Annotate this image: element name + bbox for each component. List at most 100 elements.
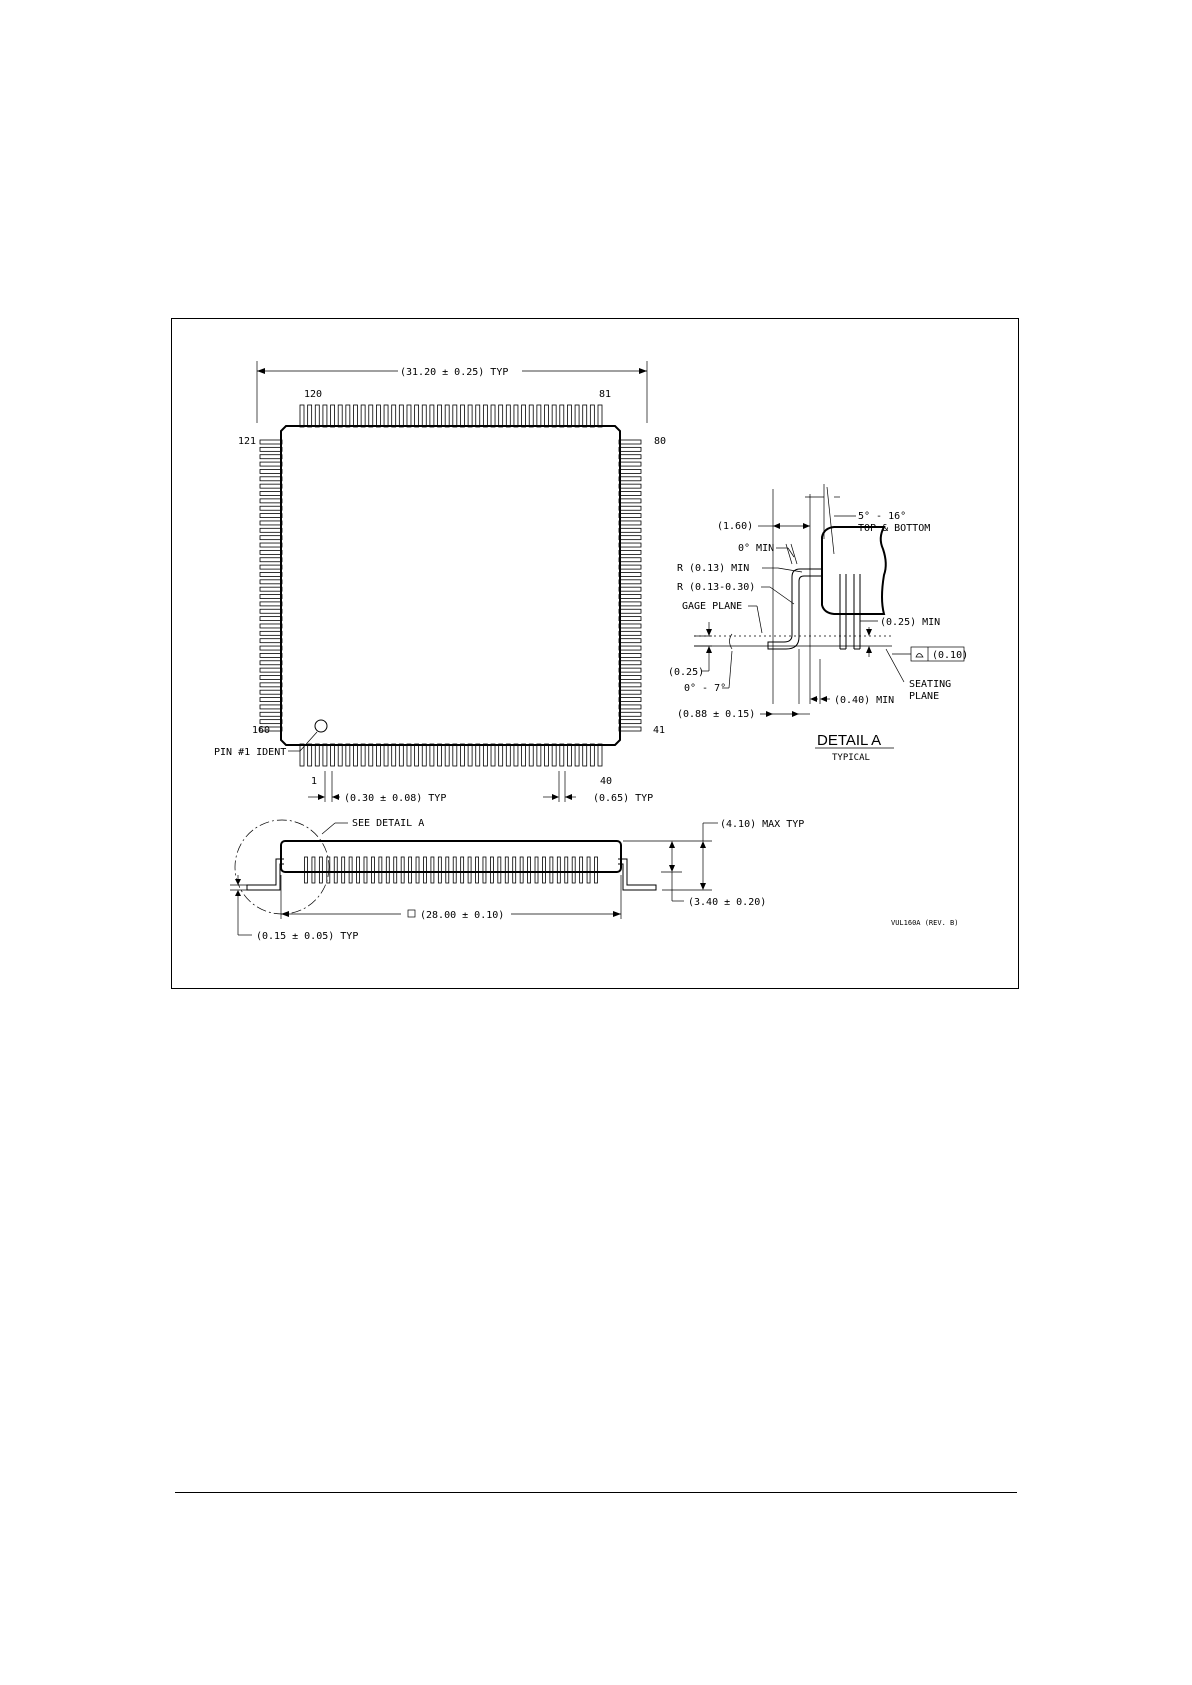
- package-lead: [259, 653, 283, 658]
- package-lead: [368, 743, 374, 767]
- side-lead: [497, 856, 502, 884]
- side-lead: [318, 856, 323, 884]
- right-lead-row: [618, 439, 642, 732]
- package-drawing: (31.20 ± 0.25) TYP 120 81 121 80 160 41 …: [214, 361, 968, 942]
- package-lead: [376, 743, 381, 767]
- package-lead: [618, 557, 642, 563]
- footer-rule: [175, 1492, 1017, 1493]
- package-lead: [345, 743, 351, 767]
- package-lead: [353, 743, 358, 767]
- package-lead: [345, 404, 351, 428]
- pitch-dim: (0.65) TYP: [593, 793, 653, 804]
- package-lead: [618, 660, 642, 666]
- pin-label-80: 80: [654, 436, 666, 447]
- package-lead: [505, 743, 511, 767]
- package-lead: [618, 719, 642, 725]
- package-lead: [528, 404, 534, 428]
- package-lead: [618, 564, 642, 570]
- package-lead: [444, 404, 450, 428]
- side-lead: [348, 856, 353, 884]
- package-lead: [482, 404, 488, 428]
- package-lead: [259, 682, 283, 688]
- package-lead: [498, 404, 504, 428]
- package-lead: [589, 743, 595, 767]
- package-lead: [618, 498, 642, 504]
- side-lead: [304, 856, 308, 884]
- side-lead: [311, 856, 316, 884]
- package-lead: [597, 743, 603, 767]
- package-lead: [582, 404, 588, 428]
- zero-min-dim: 0° MIN: [738, 543, 774, 554]
- package-lead: [314, 743, 320, 767]
- package-lead: [383, 743, 389, 767]
- package-lead: [544, 743, 549, 767]
- package-lead: [618, 638, 642, 644]
- package-lead: [460, 743, 465, 767]
- package-lead: [259, 549, 283, 555]
- package-lead: [618, 623, 642, 629]
- package-lead: [437, 404, 442, 428]
- package-lead: [567, 743, 572, 767]
- package-lead: [259, 505, 283, 511]
- side-lead: [452, 856, 457, 884]
- package-lead: [618, 454, 642, 460]
- package-lead: [618, 439, 642, 445]
- package-lead: [618, 535, 642, 541]
- pin-label-120: 120: [304, 389, 322, 400]
- package-lead: [259, 697, 283, 702]
- package-lead: [536, 404, 542, 428]
- package-lead: [259, 483, 283, 489]
- standoff-dim: (0.15 ± 0.05) TYP: [256, 931, 358, 942]
- package-lead: [618, 726, 642, 732]
- package-lead: [559, 743, 565, 767]
- seating-plane-label-1: SEATING: [909, 679, 951, 690]
- package-drawing-frame: (31.20 ± 0.25) TYP 120 81 121 80 160 41 …: [171, 318, 1019, 989]
- package-lead: [475, 404, 481, 428]
- package-lead: [259, 572, 283, 577]
- package-lead: [618, 505, 642, 511]
- max-height-dim: (4.10) MAX TYP: [720, 819, 804, 830]
- package-lead: [259, 719, 283, 725]
- package-lead: [259, 586, 283, 592]
- package-lead: [360, 743, 366, 767]
- seating-plane-label-2: PLANE: [909, 691, 939, 702]
- package-lead: [259, 594, 283, 599]
- package-lead: [259, 608, 283, 614]
- side-lead: [437, 856, 442, 884]
- package-lead: [259, 461, 283, 467]
- left-lead-row: [259, 439, 283, 732]
- side-body-outline: [280, 840, 622, 873]
- pin1-marker: [314, 719, 328, 733]
- lead-width-dim: (0.30 ± 0.08) TYP: [344, 793, 446, 804]
- package-lead: [383, 404, 389, 428]
- side-lead: [445, 856, 450, 884]
- package-lead: [618, 645, 642, 651]
- package-lead: [360, 404, 366, 428]
- pin1-ident-label: PIN #1 IDENT: [214, 747, 286, 758]
- package-lead: [259, 689, 283, 695]
- package-lead: [322, 743, 328, 767]
- package-lead: [618, 483, 642, 489]
- side-lead: [489, 856, 494, 884]
- pin-label-121: 121: [238, 436, 256, 447]
- package-lead: [259, 623, 283, 629]
- side-lead: [556, 856, 561, 884]
- side-lead: [586, 856, 591, 884]
- package-lead: [618, 572, 642, 577]
- package-lead: [618, 667, 642, 673]
- side-lead: [549, 856, 554, 884]
- package-lead: [259, 446, 283, 452]
- package-lead: [259, 513, 283, 518]
- side-lead: [371, 856, 375, 884]
- side-lead: [564, 856, 569, 884]
- package-lead: [513, 743, 519, 767]
- package-lead: [618, 446, 642, 452]
- side-lead: [363, 856, 368, 884]
- package-lead: [259, 660, 283, 666]
- side-lead: [460, 856, 465, 884]
- package-lead: [429, 743, 435, 767]
- side-lead: [356, 856, 360, 884]
- side-lead: [467, 856, 472, 884]
- package-lead: [618, 689, 642, 695]
- package-lead: [618, 608, 642, 614]
